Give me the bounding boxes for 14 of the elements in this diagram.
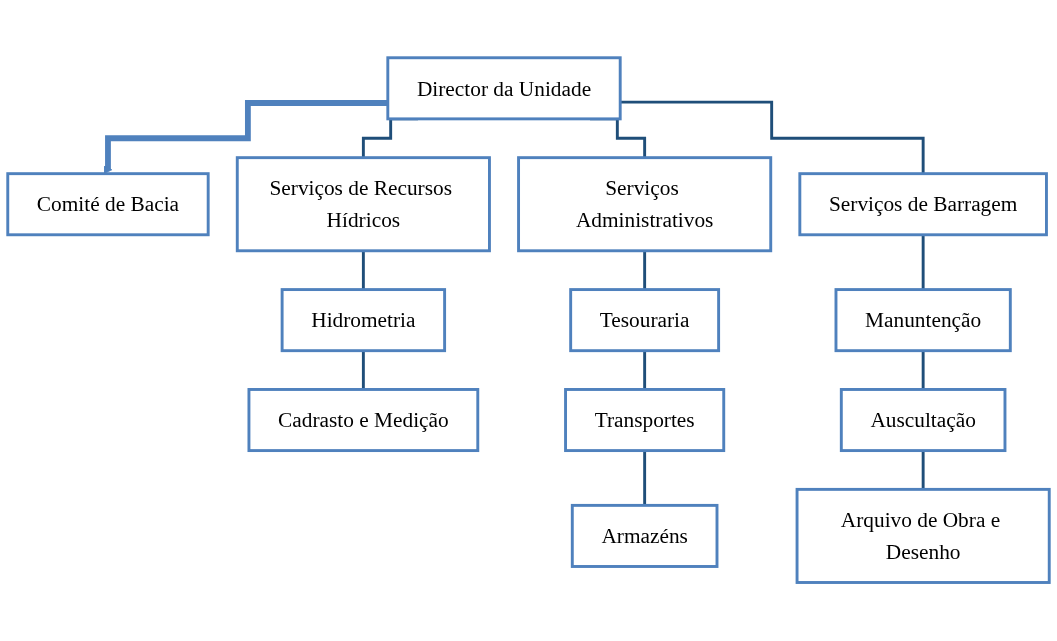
node-box: Cadrasto e Medição xyxy=(247,388,480,453)
node-box: Tesouraria xyxy=(569,288,721,353)
node-box: Transportes xyxy=(564,388,726,453)
node-box: Serviços de Barragem xyxy=(798,172,1048,237)
node-box: Auscultação xyxy=(839,388,1007,453)
node-box: Armazéns xyxy=(570,504,719,569)
node-box: Arquivo de Obra e Desenho xyxy=(795,488,1051,585)
node-box: Director da Unidade xyxy=(386,56,622,121)
arrow xyxy=(103,100,388,175)
node-box: Serviços de Recursos Hídricos xyxy=(235,156,491,253)
node-box: Serviços Administrativos xyxy=(517,156,773,253)
node-box: Hidrometria xyxy=(280,288,447,353)
node-box: Manuntenção xyxy=(834,288,1012,353)
node-box: Comité de Bacia xyxy=(6,172,210,237)
